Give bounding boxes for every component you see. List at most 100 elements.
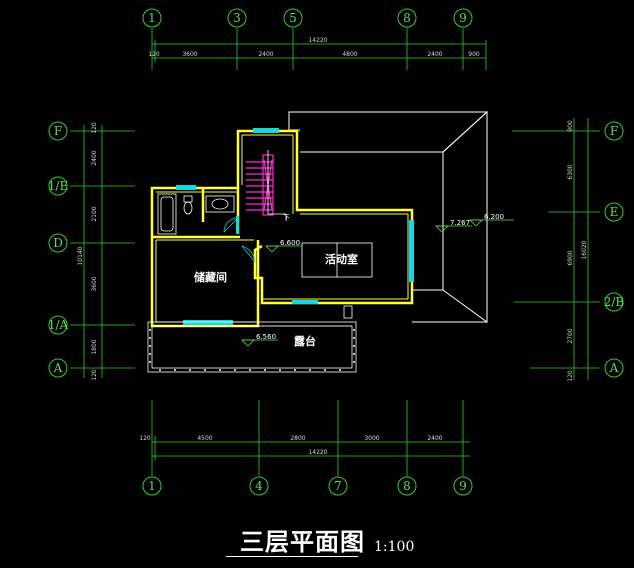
svg-text:4: 4: [255, 479, 263, 493]
svg-text:14220: 14220: [308, 37, 327, 44]
windows: [176, 128, 414, 325]
left-dimensions: [70, 125, 135, 378]
svg-text:A: A: [53, 361, 63, 375]
room-label-activity: 活动室: [325, 252, 358, 266]
axis-bubble: 1: [142, 8, 162, 28]
axis-bubble: 8: [397, 476, 417, 496]
svg-text:7.267: 7.267: [450, 219, 470, 227]
room-label-storage: 储藏间: [194, 270, 227, 284]
svg-text:2400: 2400: [91, 150, 98, 165]
svg-text:2700: 2700: [567, 328, 574, 343]
axis-bubble: 1/A: [48, 315, 69, 335]
svg-text:1800: 1800: [91, 339, 98, 354]
svg-text:2100: 2100: [91, 206, 98, 221]
svg-text:9: 9: [459, 11, 467, 25]
svg-text:2/B: 2/B: [604, 295, 625, 309]
room-label-terrace: 露台: [294, 334, 316, 348]
axis-bubble: 7: [328, 476, 348, 496]
svg-text:8: 8: [403, 479, 411, 493]
title-underline: [226, 556, 358, 557]
svg-text:3600: 3600: [91, 276, 98, 291]
svg-text:2400: 2400: [427, 435, 442, 442]
svg-text:3600: 3600: [182, 51, 197, 58]
top-dimensions: [151, 28, 487, 70]
level-mark: 6.560: [241, 333, 278, 347]
svg-text:E: E: [610, 205, 619, 219]
svg-text:10140: 10140: [77, 246, 84, 265]
terrace-post: [343, 305, 353, 319]
svg-text:16020: 16020: [581, 240, 588, 259]
level-mark: 6.200: [469, 213, 514, 227]
svg-text:D: D: [53, 236, 63, 250]
bathroom-fixtures: [157, 193, 256, 263]
svg-text:4500: 4500: [197, 435, 212, 442]
interior-wall-lines: [155, 134, 409, 323]
axis-bubble: E: [604, 202, 624, 222]
bottom-axis-bubbles: 1 4 7 8 9: [142, 476, 473, 496]
svg-text:3000: 3000: [364, 435, 379, 442]
axis-bubble: D: [48, 233, 68, 253]
axis-bubble: F: [48, 121, 68, 141]
axis-bubble: 4: [249, 476, 269, 496]
svg-text:6900: 6900: [567, 250, 574, 265]
svg-text:F: F: [610, 124, 618, 138]
exterior-walls: [150, 129, 414, 328]
svg-text:120: 120: [148, 51, 160, 58]
level-mark: 6.600: [265, 239, 302, 253]
svg-text:3: 3: [233, 11, 241, 25]
svg-text:1/E: 1/E: [48, 179, 68, 193]
axis-bubble: A: [604, 358, 624, 378]
top-axis-bubbles: 1 3 5 8 9: [142, 8, 473, 28]
drawing-scale: 1:100: [374, 539, 415, 555]
svg-text:6.560: 6.560: [256, 333, 276, 341]
left-dimension-text: 10140 120 2400 2100 3600 1800 120: [77, 122, 98, 381]
svg-text:120: 120: [139, 435, 151, 442]
top-dimension-text: 14220 120 3600 2400 4800 2400 900: [148, 37, 480, 58]
svg-text:2400: 2400: [258, 51, 273, 58]
axis-bubble: 8: [397, 8, 417, 28]
svg-text:6300: 6300: [567, 164, 574, 179]
right-axis-bubbles: F E 2/B A: [604, 121, 625, 378]
svg-text:6.600: 6.600: [280, 239, 300, 247]
roof-outline: [288, 110, 488, 323]
stair-arrow: [267, 150, 287, 220]
stair-direction-label: 下: [283, 214, 290, 222]
level-mark: 7.267: [435, 219, 472, 233]
svg-text:7: 7: [334, 479, 342, 493]
svg-text:120: 120: [567, 370, 574, 382]
axis-bubble: 2/B: [604, 292, 625, 312]
axis-bubble: 1: [142, 476, 162, 496]
terrace-balusters: [149, 329, 355, 371]
svg-text:F: F: [54, 124, 62, 138]
terrace-railing: [147, 321, 357, 373]
axis-bubble: 9: [453, 476, 473, 496]
axis-bubble: 9: [453, 8, 473, 28]
svg-text:9: 9: [459, 479, 467, 493]
bottom-dimension-text: 120 4500 2800 3000 2400 14220: [139, 435, 443, 456]
svg-text:A: A: [609, 361, 619, 375]
svg-text:900: 900: [468, 51, 480, 58]
right-dimensions: [512, 118, 600, 380]
svg-text:8: 8: [403, 11, 411, 25]
axis-bubble: 3: [227, 8, 247, 28]
svg-text:900: 900: [567, 120, 574, 132]
svg-text:1/A: 1/A: [48, 318, 69, 332]
svg-text:2800: 2800: [290, 435, 305, 442]
svg-text:120: 120: [91, 122, 98, 134]
axis-bubble: A: [48, 358, 68, 378]
right-dimension-text: 900 6300 6900 2700 120 16020: [567, 120, 588, 382]
stair: [246, 154, 274, 216]
drawing-title: 三层平面图: [240, 528, 365, 556]
svg-text:2400: 2400: [427, 51, 442, 58]
svg-text:1: 1: [148, 479, 156, 493]
axis-bubble: 5: [283, 8, 303, 28]
svg-text:4800: 4800: [342, 51, 357, 58]
svg-text:1: 1: [148, 11, 156, 25]
svg-text:6.200: 6.200: [484, 213, 504, 221]
bottom-dimensions: [151, 400, 470, 476]
svg-text:120: 120: [91, 369, 98, 381]
svg-text:14220: 14220: [308, 449, 327, 456]
svg-text:5: 5: [289, 11, 297, 25]
axis-bubble: F: [604, 121, 624, 141]
